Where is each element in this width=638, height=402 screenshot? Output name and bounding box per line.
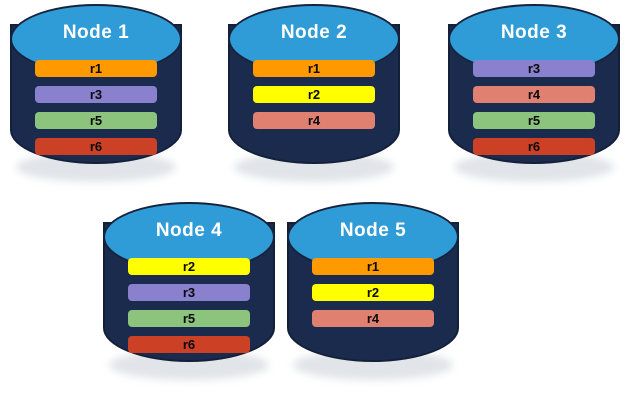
replica-bar[interactable]: r6 <box>473 138 595 155</box>
replica-list: r1 r2 r4 <box>287 258 459 327</box>
replica-list: r3 r4 r5 r6 <box>448 60 620 155</box>
replica-bar[interactable]: r2 <box>312 284 434 301</box>
replica-list: r1 r2 r4 <box>228 60 400 129</box>
replica-bar[interactable]: r5 <box>35 112 157 129</box>
replica-list: r2 r3 r5 r6 <box>103 258 275 353</box>
replica-bar[interactable]: r1 <box>253 60 375 77</box>
replica-bar[interactable]: r2 <box>128 258 250 275</box>
replica-bar[interactable]: r3 <box>128 284 250 301</box>
replica-bar[interactable]: r6 <box>128 336 250 353</box>
replica-bar[interactable]: r1 <box>312 258 434 275</box>
replica-bar[interactable]: r4 <box>312 310 434 327</box>
replica-list: r1 r3 r5 r6 <box>10 60 182 155</box>
replica-bar[interactable]: r5 <box>473 112 595 129</box>
replica-bar[interactable]: r5 <box>128 310 250 327</box>
replica-bar[interactable]: r6 <box>35 138 157 155</box>
replica-bar[interactable]: r3 <box>473 60 595 77</box>
replica-bar[interactable]: r1 <box>35 60 157 77</box>
replica-bar[interactable]: r4 <box>253 112 375 129</box>
replica-bar[interactable]: r2 <box>253 86 375 103</box>
replica-bar[interactable]: r4 <box>473 86 595 103</box>
replica-bar[interactable]: r3 <box>35 86 157 103</box>
